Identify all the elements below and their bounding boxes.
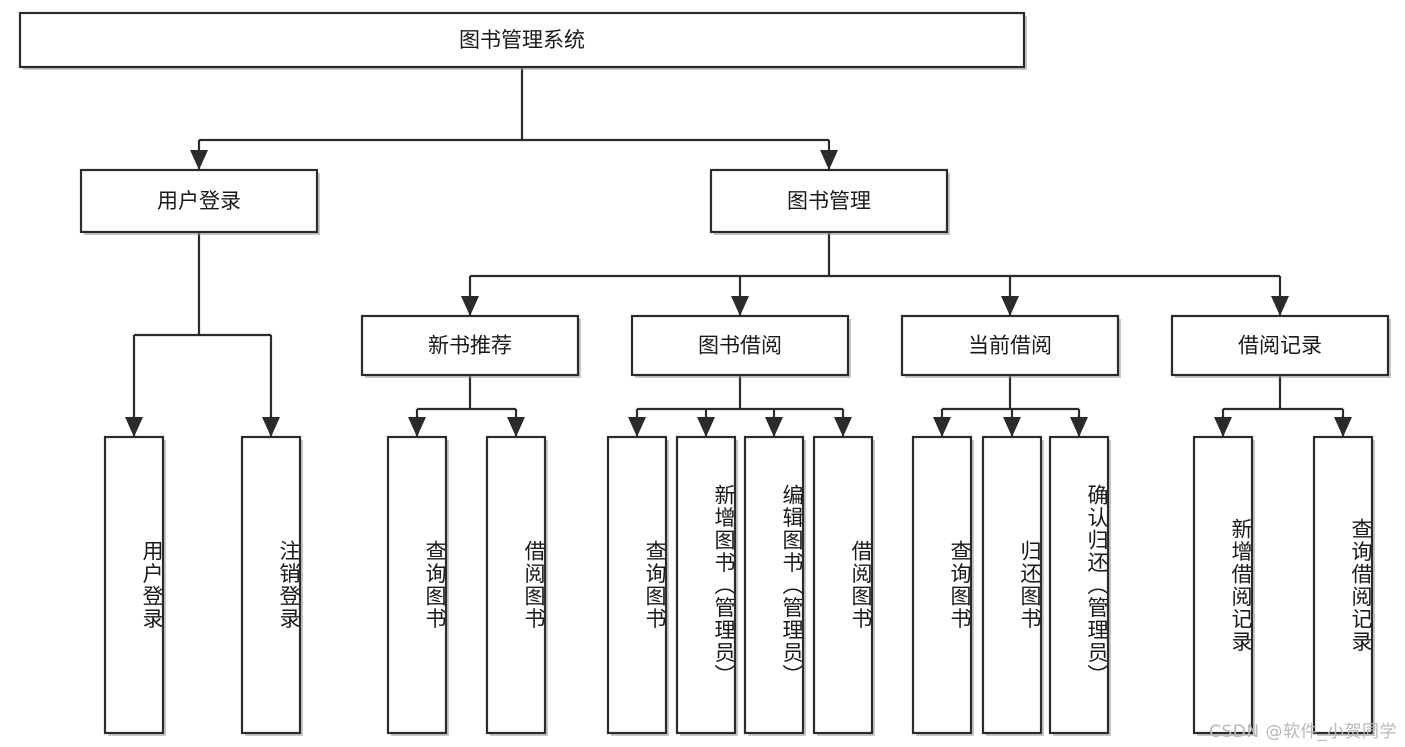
node-level3-2[interactable] <box>900 314 1121 378</box>
node-label: 用户登录 <box>157 189 241 213</box>
arrow-head-icon <box>1003 417 1021 437</box>
node-leaf-10[interactable] <box>1048 435 1111 736</box>
node-leaf-8[interactable] <box>911 435 974 736</box>
arrow-head-icon <box>834 417 852 437</box>
arrow-head-icon <box>125 417 143 437</box>
node-level3-3[interactable] <box>1170 314 1391 378</box>
node-box-outline <box>18 11 1026 69</box>
node-box-outline <box>911 435 973 735</box>
node-box-outline <box>709 168 949 234</box>
connector-layer <box>125 67 1352 437</box>
arrow-head-icon <box>1001 296 1019 316</box>
node-label: 新书推荐 <box>428 334 512 358</box>
node-box-outline <box>485 435 547 735</box>
arrow-head-icon <box>1214 417 1232 437</box>
arrow-head-icon <box>262 417 280 437</box>
node-box-outline <box>1312 435 1374 735</box>
node-leaf-11[interactable] <box>1192 435 1255 736</box>
arrow-head-icon <box>765 417 783 437</box>
arrow-head-icon <box>408 417 426 437</box>
node-label: 图书借阅 <box>698 334 782 358</box>
node-leaf-5[interactable] <box>675 435 738 736</box>
watermark-text: CSDN @软件_小贺同学 <box>1209 722 1397 742</box>
node-box-outline <box>1048 435 1110 735</box>
node-label: 当前借阅 <box>968 334 1052 358</box>
node-level3-1[interactable] <box>630 314 851 378</box>
node-box-outline <box>103 435 165 735</box>
node-level3-0[interactable] <box>360 314 581 378</box>
arrow-head-icon <box>190 150 208 170</box>
node-box-outline <box>1192 435 1254 735</box>
node-box-outline <box>606 435 668 735</box>
node-label: 借阅记录 <box>1238 334 1322 358</box>
node-box-outline <box>812 435 874 735</box>
node-box-outline <box>240 435 302 735</box>
arrow-head-icon <box>1271 296 1289 316</box>
node-level2-1[interactable] <box>709 168 950 235</box>
arrow-head-icon <box>697 417 715 437</box>
node-box-outline <box>630 314 850 377</box>
node-leaf-12[interactable] <box>1312 435 1375 736</box>
arrow-head-icon <box>731 296 749 316</box>
node-root-system[interactable] <box>18 11 1027 70</box>
node-leaf-4[interactable] <box>606 435 669 736</box>
node-leaf-1[interactable] <box>240 435 303 736</box>
node-box-outline <box>743 435 805 735</box>
node-leaf-6[interactable] <box>743 435 806 736</box>
node-label: 图书管理系统 <box>459 28 585 52</box>
node-box-outline <box>386 435 448 735</box>
node-box-outline <box>981 435 1043 735</box>
arrow-head-icon <box>628 417 646 437</box>
arrow-head-icon <box>507 417 525 437</box>
arrow-head-icon <box>933 417 951 437</box>
arrow-head-icon <box>1334 417 1352 437</box>
node-leaf-9[interactable] <box>981 435 1044 736</box>
node-label: 图书管理 <box>787 189 871 213</box>
arrow-head-icon <box>820 150 838 170</box>
arrow-head-icon <box>461 296 479 316</box>
node-leaf-7[interactable] <box>812 435 875 736</box>
node-leaf-0[interactable] <box>103 435 166 736</box>
node-box-outline <box>900 314 1120 377</box>
node-box-outline <box>79 168 319 234</box>
node-leaf-2[interactable] <box>386 435 449 736</box>
node-box-outline <box>360 314 580 377</box>
node-box-layer <box>18 11 1391 736</box>
arrow-head-icon <box>1070 417 1088 437</box>
node-leaf-3[interactable] <box>485 435 548 736</box>
node-box-outline <box>675 435 737 735</box>
node-level2-0[interactable] <box>79 168 320 235</box>
node-box-outline <box>1170 314 1390 377</box>
